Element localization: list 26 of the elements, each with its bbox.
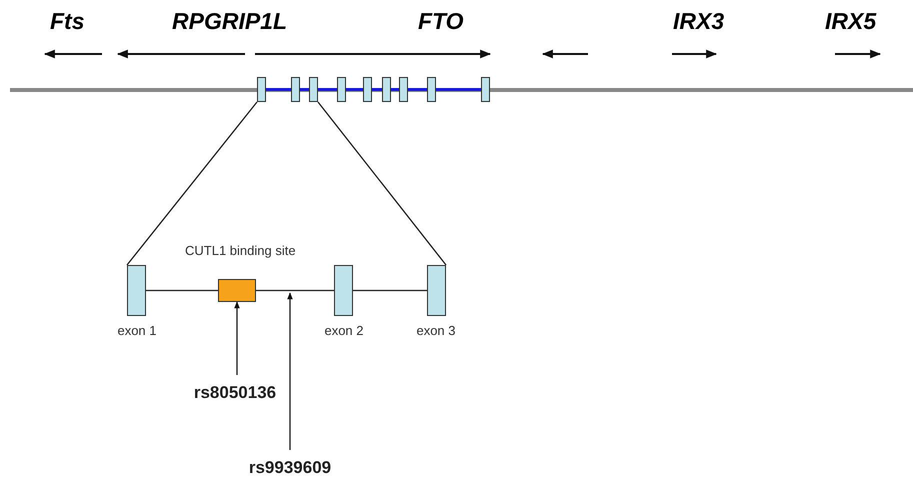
gene-label: RPGRIP1L [172,8,288,35]
connecting-line [353,290,427,292]
snp-label: rs8050136 [180,383,290,405]
exon-label: exon 1 [116,323,158,338]
gene-label: IRX3 [673,8,724,35]
site-label: CUTL1 binding site [185,243,296,258]
gene-label: FTO [418,8,464,35]
gene-label: Fts [50,8,84,35]
connecting-line [266,88,291,91]
zoom-line [126,102,258,266]
connecting-line [318,88,337,91]
connecting-line [436,88,481,91]
exon-label: exon 2 [323,323,365,338]
gene-label: IRX5 [825,8,876,35]
connecting-line [372,88,382,91]
zoom-line [317,102,447,266]
snp-label: rs9939609 [235,458,345,480]
exon-label: exon 3 [415,323,457,338]
connecting-line [391,88,399,91]
connecting-line [146,290,218,292]
connecting-line [408,88,427,91]
arrow [287,292,293,450]
connecting-line [300,88,309,91]
arrow [234,301,240,375]
connecting-line [256,290,334,292]
connecting-line [346,88,363,91]
